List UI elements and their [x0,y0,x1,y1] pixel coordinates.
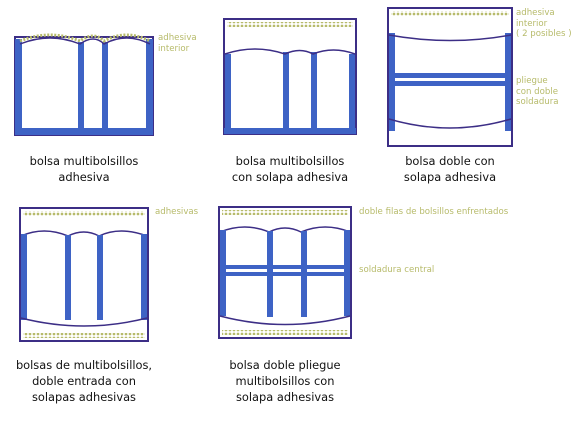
bag-1-note-adhesive: adhesiva interior [158,33,197,54]
note-line: soldadura central [359,265,435,275]
bag-3-note-adhesive: adhesiva interior ( 2 posibles ) [516,8,572,40]
bag-5-diagram [218,206,352,339]
bag-1-side-seam-right [146,39,153,134]
bag-4-adhesive-strip-top [23,211,145,216]
bag-1-pocket-divider [102,42,108,130]
bag-2-pocket-divider [311,52,317,130]
bag-1-diagram [14,33,154,136]
bag-3-note-fold: pliegue con doble soldadura [516,76,559,108]
caption-line: con solapa adhesiva [231,170,349,184]
caption-line: solapa adhesivas [235,390,335,404]
bag-4-caption: bolsas de multibolsillos, doble entrada … [8,357,160,405]
caption-line: bolsa multibolsillos [235,154,345,168]
note-line: soldadura [516,97,559,107]
bag-2-pocket-divider [283,52,289,130]
caption-line: bolsas de multibolsillos, [15,358,153,372]
bag-2-diagram [223,18,357,135]
note-line: adhesiva [158,33,197,43]
bag-4-note-adhesive: adhesivas [155,207,198,218]
caption-line: bolsa doble pliegue [229,358,341,372]
bag-2-bottom-seam [224,128,356,134]
note-line: doble filas de bolsillos enfrentados [359,207,509,217]
bag-3-pocket-edge [388,118,512,129]
caption-line: bolsa doble con [405,154,495,168]
bag-4-pocket-divider [97,235,103,320]
bag-5-note-double-rows: doble filas de bolsillos enfrentados [359,207,508,218]
bag-5-central-weld [220,272,350,276]
note-line: interior [516,18,548,29]
note-line: adhesiva [516,8,555,18]
note-line: ( 2 posibles ) [516,29,572,39]
note-line: interior [158,43,190,54]
bag-5-note-central-weld: soldadura central [359,265,434,276]
bag-3-pocket-edge [388,34,512,42]
bag-4-side-seam-left [21,234,27,320]
caption-line: doble entrada con [32,374,136,388]
bag-4-diagram [19,207,149,342]
bag-1-pocket-edge [19,37,151,45]
bag-1-side-seam-left [15,39,22,134]
caption-line: adhesiva [58,170,110,184]
bag-5-central-weld [220,265,350,269]
bag-5-pocket-edge [219,226,351,233]
bag-1-caption: bolsa multibolsillos adhesiva [14,153,154,185]
bag-2-caption: bolsa multibolsillos con solapa adhesiva [215,153,365,185]
bag-5-pocket-edge [219,315,351,326]
bag-1-pocket-divider [78,42,84,130]
bag-4-pocket-edge [20,230,148,237]
note-line: con doble [516,86,559,97]
bag-2-outline [223,18,357,135]
bag-3-adhesive-strip [391,11,509,16]
bag-3-fold-weld [389,81,511,86]
note-line: adhesivas [155,207,199,217]
bag-4-adhesive-strip-bottom [23,333,145,338]
bag-5-caption: bolsa doble pliegue multibolsillos con s… [210,357,360,405]
bag-3-diagram [387,7,513,147]
bag-1-bottom-seam [15,128,153,135]
bag-5-adhesive-strip-top [222,210,348,215]
bag-2-side-seam-right [349,54,355,134]
bag-5-adhesive-strip-bottom [222,330,348,335]
caption-line: solapa adhesiva [403,170,497,184]
caption-line: solapas adhesivas [31,390,136,404]
bag-4-outline [19,207,149,342]
bag-2-pocket-edge [224,48,356,55]
bag-4-side-seam-right [141,234,147,320]
bag-3-caption: bolsa doble con solapa adhesiva [380,153,520,185]
bag-4-pocket-divider [65,235,71,320]
caption-line: bolsa multibolsillos [29,154,139,168]
note-line: pliegue [516,76,548,86]
caption-line: multibolsillos con [235,374,335,388]
bag-3-fold-weld [389,73,511,78]
bag-4-pocket-edge [20,317,148,327]
bag-2-adhesive-strip [227,22,353,27]
bag-2-side-seam-left [225,54,231,134]
